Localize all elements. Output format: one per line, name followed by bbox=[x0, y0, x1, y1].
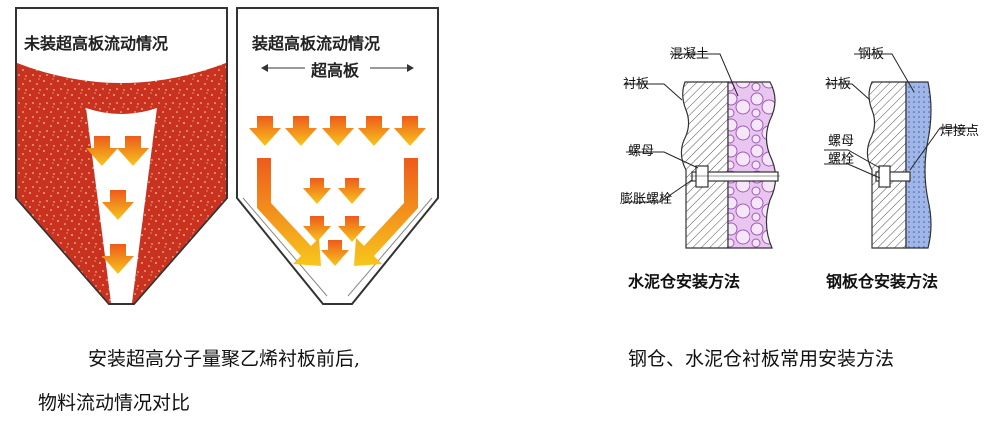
flow-arrows-right bbox=[249, 116, 426, 266]
left-caption-line2: 物料流动情况对比 bbox=[38, 392, 191, 414]
cement-method-title: 水泥仓安装方法 bbox=[628, 272, 741, 291]
label-weld-point: 焊接点 bbox=[940, 124, 980, 139]
steel-silo-diagram bbox=[824, 53, 974, 249]
label-steel-nut: 螺母 bbox=[828, 134, 855, 149]
label-expansion-bolt: 膨胀螺栓 bbox=[620, 192, 673, 207]
label-steel-bolt: 螺栓 bbox=[828, 152, 855, 167]
flow-arrows-left bbox=[86, 136, 149, 274]
label-steel-plate: 钢板 bbox=[858, 47, 885, 62]
silo-with-liner bbox=[236, 7, 439, 305]
right-caption: 钢仓、水泥仓衬板常用安装方法 bbox=[628, 348, 895, 370]
left-caption-line1: 安装超高分子量聚乙烯衬板前后, bbox=[88, 348, 361, 370]
silo-right-sublabel: 超高板 bbox=[311, 61, 360, 80]
label-cement-nut: 螺母 bbox=[628, 144, 655, 159]
cement-silo-diagram bbox=[624, 53, 780, 249]
silo-without-liner bbox=[15, 7, 228, 305]
label-concrete: 混凝土 bbox=[670, 47, 710, 62]
steel-method-title: 钢板仓安装方法 bbox=[826, 272, 939, 291]
silo-left-title: 未装超高板流动情况 bbox=[24, 34, 169, 53]
label-cement-liner: 衬板 bbox=[623, 77, 650, 92]
label-steel-liner: 衬板 bbox=[825, 77, 852, 92]
silo-right-title: 装超高板流动情况 bbox=[252, 34, 381, 53]
